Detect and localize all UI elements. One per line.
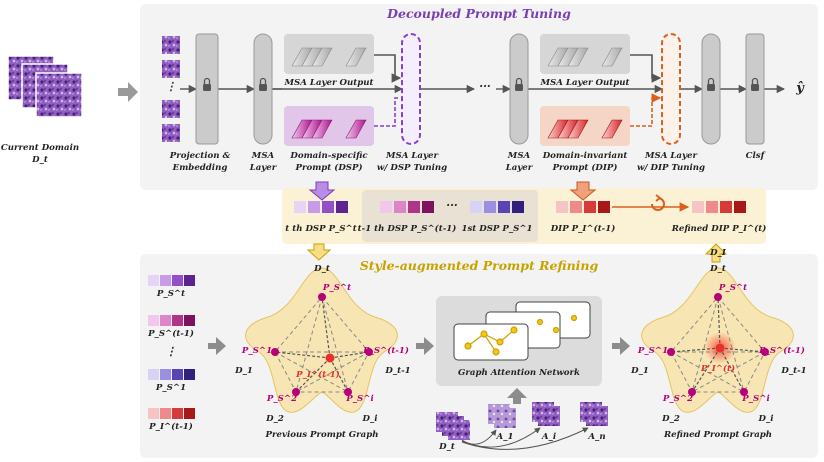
output-label: ŷ <box>796 81 804 96</box>
ref-d-bl: D_2 <box>662 414 680 424</box>
prev-n-right: P_S^(t-1) <box>363 346 409 356</box>
arrow-to-prev-graph <box>208 337 226 355</box>
dsp-t1-tokens <box>380 201 434 213</box>
projection-layer <box>195 33 219 145</box>
dsp-t-tokens <box>294 201 348 213</box>
pool-dsp-t: t th DSP P_S^t <box>285 224 357 234</box>
label-msa-dip-2: w/ DIP Tuning <box>636 163 706 173</box>
prev-n-top: P_S^t <box>322 283 352 293</box>
label-msa-output-1: MSA Layer Output <box>284 78 374 88</box>
input-label-1: Current Domain <box>0 143 80 153</box>
label-msa2b: Layer <box>505 163 533 173</box>
msa-layer-2 <box>509 33 529 145</box>
label-msa-dsp-2: w/ DSP Tuning <box>376 163 448 173</box>
dsp-1-tokens <box>470 201 524 213</box>
prev-graph-caption: Previous Prompt Graph <box>265 430 379 440</box>
label-msa-dip-1: MSA Layer <box>645 151 697 161</box>
prev-d-br: D_i <box>362 414 378 424</box>
gat-dt: D_t <box>439 442 455 452</box>
prev-n-bl: P_S^2 <box>266 394 298 404</box>
ref-d-pool: D_I <box>710 248 726 258</box>
prev-d-left: D_1 <box>235 366 253 376</box>
label-clsf: Clsf <box>745 151 765 161</box>
refined-dip-tokens <box>692 201 746 213</box>
gat-ai: A_i <box>541 432 557 442</box>
dsp-prompt-box <box>284 106 374 146</box>
ref-d-br: D_i <box>758 414 774 424</box>
label-dip-1: Domain-invariant <box>542 151 628 161</box>
ref-d-left: D_1 <box>631 366 649 376</box>
prev-d-bl: D_2 <box>266 414 284 424</box>
prev-n-br: P_S^i <box>346 394 374 404</box>
legend-label-s1: P_S^1 <box>155 383 187 393</box>
label-msa-dsp-1: MSA Layer <box>386 151 438 161</box>
legend-label-st1: P_S^(t-1) <box>148 329 194 339</box>
label-msa2: MSA <box>507 151 531 161</box>
classifier-layer <box>745 33 765 145</box>
label-msa-output-2: MSA Layer Output <box>540 78 630 88</box>
bottom-section-title: Style-augmented Prompt Refining <box>359 258 599 273</box>
label-dsp-1: Domain-specific <box>290 151 368 161</box>
previous-prompt-graph <box>245 267 398 413</box>
refresh-icon <box>651 197 665 211</box>
legend-vdots: ⋮ <box>165 345 177 358</box>
label-dsp-2: Prompt (DSP) <box>295 163 363 173</box>
pool-dsp-t1: t-1 th DSP P_S^(t-1) <box>357 224 457 234</box>
msa-layer-1 <box>253 33 273 145</box>
ref-n-left: P_S^1 <box>637 346 669 356</box>
msa-layer-3 <box>701 33 721 145</box>
dip-prompt-box <box>540 106 630 146</box>
dip-tokens <box>556 201 610 213</box>
prev-d-top: D_t <box>314 264 330 274</box>
patch-tokens <box>162 36 180 142</box>
msa-dsp-layer <box>401 33 421 145</box>
prev-n-center: P_I^(t-1) <box>296 370 340 380</box>
input-image-stack <box>7 55 83 118</box>
ref-d-top: D_t <box>710 264 726 274</box>
arrow-to-gat <box>416 337 434 355</box>
gat-label: Graph Attention Network <box>458 368 580 378</box>
ref-graph-caption: Refined Prompt Graph <box>663 430 773 440</box>
label-msa1: MSA <box>251 151 275 161</box>
arrow-to-ref-graph <box>612 337 630 355</box>
dip-down-arrow <box>569 181 597 201</box>
ref-n-top: P_S^t <box>718 283 748 293</box>
refined-up-arrow <box>704 243 728 263</box>
msa-output-box-2 <box>540 34 630 74</box>
pool-refined-dip: Refined DIP P_I^(t) <box>671 224 767 234</box>
gat-a1: A_1 <box>496 432 514 442</box>
pool-dots: ··· <box>446 199 458 212</box>
label-embedding: Embedding <box>172 163 228 173</box>
input-arrow <box>118 82 138 102</box>
dsp-down-arrow <box>308 181 336 201</box>
legend-label-it1: P_I^(t-1) <box>149 422 193 432</box>
legend-tokens <box>148 275 195 419</box>
pool-dip: DIP P_I^(t-1) <box>550 224 616 234</box>
ref-d-right: D_t-1 <box>781 366 807 376</box>
ref-n-bl: P_S^2 <box>662 394 694 404</box>
input-label-2: D_t <box>32 155 48 165</box>
prev-n-left: P_S^1 <box>241 346 273 356</box>
gat-up-arrow <box>507 388 527 404</box>
gat-box <box>436 296 602 386</box>
label-dip-2: Prompt (DIP) <box>552 163 618 173</box>
ref-n-right: P_S^(t-1) <box>759 346 805 356</box>
gat-an: A_n <box>588 432 606 442</box>
refined-prompt-graph <box>641 267 794 413</box>
prev-d-right: D_t-1 <box>385 366 411 376</box>
augmented-images <box>436 402 608 440</box>
msa-output-box-1 <box>284 34 374 74</box>
pool-dsp-1: 1st DSP P_S^1 <box>461 224 533 234</box>
label-msa1b: Layer <box>249 163 277 173</box>
legend-label-st: P_S^t <box>156 289 186 299</box>
label-projection: Projection & <box>169 151 231 161</box>
layer-dots: ··· <box>479 80 491 93</box>
pool-down-arrow <box>306 243 332 261</box>
top-section-title: Decoupled Prompt Tuning <box>387 6 571 21</box>
ref-n-br: P_S^i <box>742 394 770 404</box>
msa-dip-layer <box>661 33 681 145</box>
token-vdots: ⋮ <box>165 80 177 93</box>
ref-n-center: P_I^(t) <box>700 364 736 374</box>
